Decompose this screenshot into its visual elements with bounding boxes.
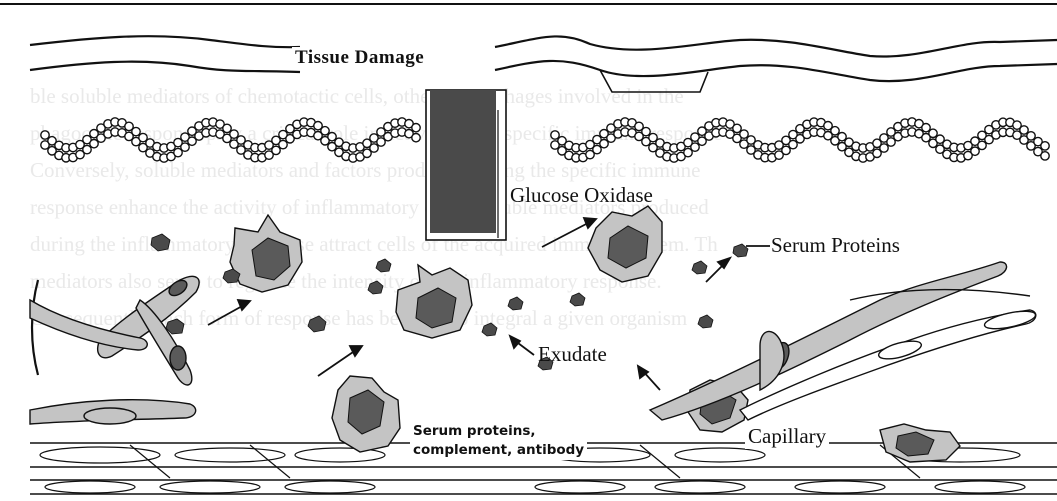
epithelial-cell [272,146,280,154]
epithelial-cell [691,143,699,151]
epithelial-cell [929,129,937,137]
epithelial-cell [1027,132,1035,140]
epithelial-cell [223,124,231,132]
epithelial-cell [41,131,49,139]
epithelial-cell [1041,142,1049,150]
epithelial-cell [412,134,420,142]
capillary-label: Capillary [745,424,829,449]
glucose-oxidase-label: Glucose Oxidase [510,183,653,208]
epithelial-cell [880,144,888,152]
epithelial-cell [1020,126,1028,134]
epithelial-cell [733,124,741,132]
phagocyte-cell-1 [230,215,302,292]
phagocyte-cell-2 [396,265,472,338]
left-edge-curve [32,280,38,375]
epithelial-cell [1041,152,1049,160]
epithelial-cell [978,141,986,149]
epithelial-cell [642,127,650,135]
epithelial-cell [370,144,378,152]
epithelial-cell [831,127,839,135]
tissue-surface [30,36,1057,92]
phagocyte-cell-6-capillary [880,424,960,462]
epithelial-cell [593,145,601,153]
phagocyte-cell-4 [332,376,400,452]
serum-proteins-label: Serum Proteins [771,233,900,258]
epithelial-cell [321,127,329,135]
epithelial-cell [230,130,238,138]
epithelial-cell [132,127,140,135]
serum-complement-line-1: Serum proteins, [413,422,584,441]
epithelial-cell [971,147,979,155]
tissue-damage-label: Tissue Damage [292,47,427,69]
epithelial-cell-chain-right [551,118,1049,162]
epithelial-cell-chain-left [41,118,420,162]
epithelial-cell [279,140,287,148]
exudate-label: Exudate [538,342,607,367]
serum-complement-antibody-label: Serum proteins, complement, antibody [410,422,587,460]
epithelial-cell [740,130,748,138]
migrating-cells-right [650,262,1037,420]
epithelial-cell [83,145,91,153]
glucose-oxidase-block [426,90,506,240]
epithelial-cell [551,131,559,139]
epithelial-cell [782,146,790,154]
migrating-cells-left [30,276,199,424]
epithelial-cell [412,124,420,132]
epithelial-cell [789,140,797,148]
epithelial-cell [181,143,189,151]
serum-complement-line-2: complement, antibody [413,441,584,460]
phagocyte-cell-3 [588,206,662,282]
